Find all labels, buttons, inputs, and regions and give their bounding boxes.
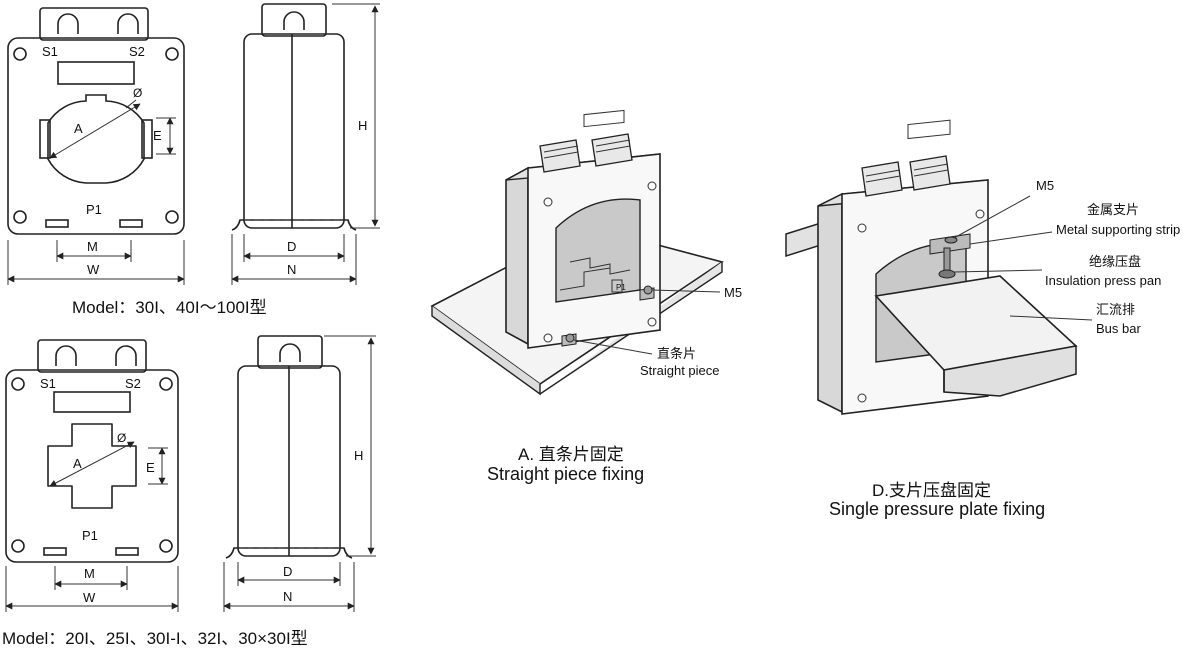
bot-a-label: A [73, 456, 82, 471]
top-n-label: N [287, 262, 296, 277]
top-side-view: H D N [231, 3, 380, 285]
bot-s2-label: S2 [125, 376, 141, 391]
iso-a-piece-cn: 直条片 [657, 346, 696, 361]
top-phi-label: Ø [133, 86, 142, 100]
iso-d-caption-en: Single pressure plate fixing [829, 499, 1046, 519]
iso-a-m5-label: M5 [724, 285, 742, 300]
bot-n-label: N [283, 589, 292, 604]
top-p1-label: P1 [86, 202, 102, 217]
iso-a-piece-en: Straight piece [640, 363, 720, 378]
top-m-label: M [87, 239, 98, 254]
bot-w-label: W [83, 590, 96, 605]
bottom-model-caption: Model：20I、25I、30I-I、32I、30×30I型 [2, 629, 308, 648]
top-a-label: A [74, 121, 83, 136]
top-d-label: D [287, 239, 296, 254]
iso-straight-piece-fixing: M5 P1 直条片 Straight piece [430, 109, 742, 396]
bottom-front-view: S1 S2 Ø A E P1 M W [5, 339, 179, 612]
bot-e-label: E [146, 460, 155, 475]
iso-d-press-cn: 绝缘压盘 [1089, 254, 1141, 269]
iso-d-strip-en: Metal supporting strip [1056, 222, 1180, 237]
top-w-label: W [87, 262, 100, 277]
iso-d-bus-cn: 汇流排 [1096, 302, 1135, 317]
iso-d-bus-en: Bus bar [1096, 321, 1141, 336]
bot-phi-label: Ø [117, 431, 126, 445]
bot-d-label: D [283, 564, 292, 579]
iso-a-caption-en: Straight piece fixing [487, 464, 645, 484]
top-model-caption: Model：30I、40I～100I型 [72, 298, 267, 317]
bottom-side-view: H D N [223, 335, 376, 612]
bot-h-label: H [354, 448, 363, 463]
top-h-label: H [358, 118, 367, 133]
iso-a-p1-label: P1 [616, 283, 626, 292]
iso-d-press-en: Insulation press pan [1045, 273, 1161, 288]
top-e-label: E [153, 128, 162, 143]
iso-d-strip-cn: 金属支片 [1087, 202, 1139, 217]
top-s1-label: S1 [42, 44, 58, 59]
bot-p1-label: P1 [82, 528, 98, 543]
top-front-view: S1 S2 Ø A E P1 M W [7, 7, 185, 285]
bot-m-label: M [84, 566, 95, 581]
iso-d-caption-cn: D.支片压盘固定 [872, 481, 991, 500]
top-s2-label: S2 [129, 44, 145, 59]
iso-pressure-plate-fixing: M5 金属支片 Metal supporting strip 绝缘压盘 Insu… [785, 119, 1180, 415]
iso-d-m5-label: M5 [1036, 178, 1054, 193]
bot-s1-label: S1 [40, 376, 56, 391]
iso-a-caption-cn: A. 直条片固定 [518, 445, 624, 464]
